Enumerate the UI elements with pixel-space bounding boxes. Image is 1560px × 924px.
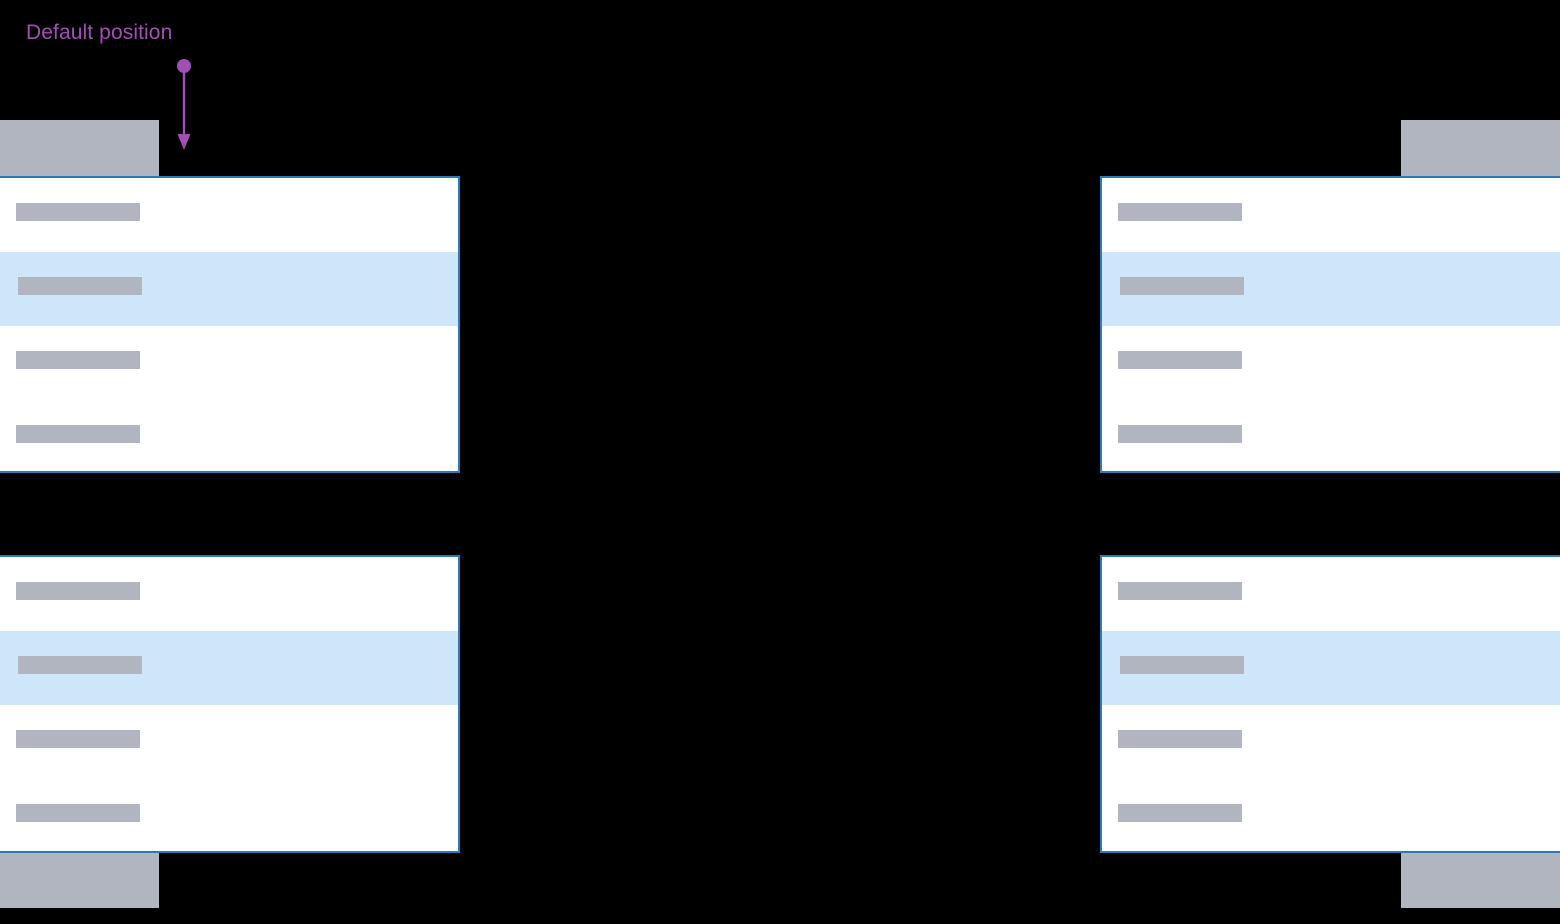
top-right-menu-panel[interactable] <box>1100 176 1560 473</box>
list-item-label-placeholder <box>1118 351 1242 369</box>
bottom-left-menu-panel[interactable] <box>0 555 460 853</box>
list-item[interactable] <box>1102 631 1560 705</box>
list-item-label-placeholder <box>1118 582 1242 600</box>
list-item-label-placeholder <box>16 425 140 443</box>
list-item-label-placeholder <box>18 656 142 674</box>
list-item-label-placeholder <box>16 582 140 600</box>
list-item[interactable] <box>1102 400 1560 471</box>
list-item-label-placeholder <box>18 277 142 295</box>
down-arrow-icon <box>177 59 191 150</box>
list-item[interactable] <box>1102 252 1560 326</box>
list-item-label-placeholder <box>1118 425 1242 443</box>
list-item[interactable] <box>1102 779 1560 851</box>
bottom-right-menu-panel[interactable] <box>1100 555 1560 853</box>
list-item[interactable] <box>0 557 458 631</box>
list-item-label-placeholder <box>1120 277 1244 295</box>
list-item-label-placeholder <box>1118 203 1242 221</box>
list-item[interactable] <box>0 326 458 400</box>
list-item[interactable] <box>1102 178 1560 252</box>
list-item[interactable] <box>0 631 458 705</box>
list-item-label-placeholder <box>16 351 140 369</box>
list-item-label-placeholder <box>1118 730 1242 748</box>
default-position-annotation-label: Default position <box>26 21 173 44</box>
list-item[interactable] <box>0 779 458 851</box>
top-right-chrome-block <box>1401 120 1560 177</box>
list-item-label-placeholder <box>16 730 140 748</box>
list-item-label-placeholder <box>16 804 140 822</box>
list-item[interactable] <box>0 705 458 779</box>
list-item-label-placeholder <box>1118 804 1242 822</box>
list-item[interactable] <box>1102 705 1560 779</box>
list-item-label-placeholder <box>16 203 140 221</box>
list-item[interactable] <box>0 178 458 252</box>
list-item[interactable] <box>1102 326 1560 400</box>
list-item[interactable] <box>0 252 458 326</box>
top-left-chrome-block <box>0 120 159 177</box>
list-item-label-placeholder <box>1120 656 1244 674</box>
list-item[interactable] <box>0 400 458 471</box>
list-item[interactable] <box>1102 557 1560 631</box>
bottom-left-chrome-block <box>0 853 159 908</box>
top-left-menu-panel[interactable] <box>0 176 460 473</box>
bottom-right-chrome-block <box>1401 853 1560 908</box>
